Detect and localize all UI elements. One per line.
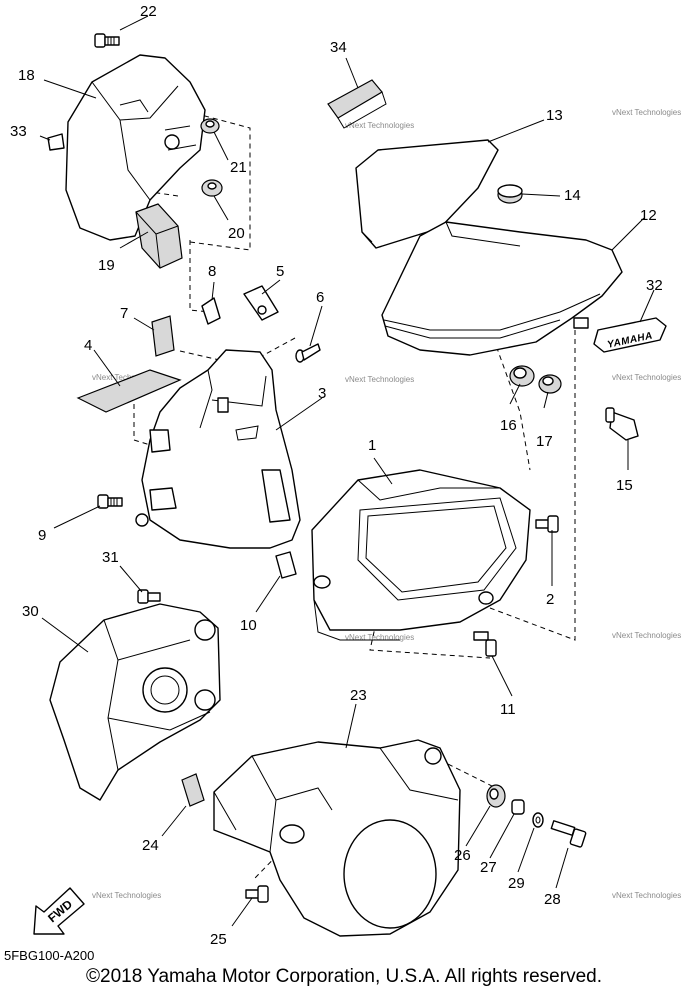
fastener-15 [605, 407, 639, 441]
callout-7: 7 [120, 305, 128, 322]
callout-13: 13 [546, 107, 563, 124]
grommet-26 [486, 784, 506, 808]
side-cover-12 [381, 221, 623, 356]
leader-lines [39, 15, 655, 927]
callout-6: 6 [316, 289, 324, 306]
washer-29 [532, 812, 544, 828]
callout-24: 24 [142, 837, 159, 854]
housing-23 [213, 739, 461, 937]
callout-22: 22 [140, 3, 157, 20]
callout-2: 2 [546, 591, 554, 608]
clamp-5 [243, 285, 279, 321]
callout-28: 28 [544, 891, 561, 908]
clip-33 [47, 133, 65, 151]
bolt-28 [550, 820, 587, 848]
collar-27 [511, 799, 525, 815]
callout-29: 29 [508, 875, 525, 892]
callout-9: 9 [38, 527, 46, 544]
watermark: vNext Technologies [345, 375, 414, 384]
grommet-21 [200, 118, 220, 134]
callout-21: 21 [230, 159, 247, 176]
callout-11: 11 [500, 701, 516, 718]
callout-18: 18 [18, 67, 35, 84]
bolt-9 [97, 494, 123, 509]
callout-19: 19 [98, 257, 115, 274]
callout-33: 33 [10, 123, 27, 140]
callout-4: 4 [84, 337, 92, 354]
grommet-14 [497, 184, 523, 204]
clip-10 [275, 551, 297, 579]
filter-13 [355, 139, 499, 249]
callout-3: 3 [318, 385, 326, 402]
bolt-22 [94, 33, 120, 48]
diagram-code: 5FBG100-A200 [4, 948, 95, 963]
callout-20: 20 [228, 225, 245, 242]
callout-1: 1 [368, 437, 376, 454]
callout-15: 15 [616, 477, 633, 494]
case-3 [135, 349, 301, 549]
callouts: 1 2 3 4 5 6 7 8 9 10 11 12 13 14 15 16 1… [10, 3, 663, 948]
airbox-1 [311, 469, 531, 641]
callout-23: 23 [350, 687, 367, 704]
watermark: vNext Technologies [345, 633, 414, 642]
callout-5: 5 [276, 263, 284, 280]
callout-26: 26 [454, 847, 471, 864]
collar-17 [538, 374, 562, 394]
bolt-11 [473, 631, 497, 657]
pad-19 [135, 203, 183, 269]
callout-31: 31 [102, 549, 119, 566]
pad-7 [151, 315, 175, 357]
watermark: vNext Technologies [612, 631, 681, 640]
callout-34: 34 [330, 39, 347, 56]
callout-27: 27 [480, 859, 497, 876]
grommet-20 [201, 179, 223, 197]
rivet-6 [295, 343, 321, 363]
cover-30 [49, 603, 221, 801]
callout-25: 25 [210, 931, 227, 948]
copyright-notice: ©2018 Yamaha Motor Corporation, U.S.A. A… [86, 966, 602, 987]
bolt-25 [245, 885, 269, 903]
callout-10: 10 [240, 617, 257, 634]
watermark: vNext Technologies [92, 891, 161, 900]
watermark: vNext Technologies [345, 121, 414, 130]
grommet-16 [509, 365, 535, 387]
callout-17: 17 [536, 433, 553, 450]
pad-24 [181, 773, 205, 807]
bolt-31 [137, 589, 161, 604]
callout-32: 32 [646, 277, 663, 294]
bolt-2 [535, 515, 559, 533]
bracket-34 [327, 79, 387, 129]
callout-14: 14 [564, 187, 581, 204]
watermark: vNext Technologies [612, 891, 681, 900]
cover-18 [65, 54, 206, 241]
callout-16: 16 [500, 417, 517, 434]
sheet-4 [76, 369, 182, 413]
watermark: vNext Technologies [612, 108, 681, 117]
callout-30: 30 [22, 603, 39, 620]
watermark: vNext Technologies [612, 373, 681, 382]
fwd-arrow-icon: FWD [33, 887, 85, 935]
watermark: vNext Technologies [92, 373, 161, 382]
callout-12: 12 [640, 207, 657, 224]
emblem-32: YAMAHA [593, 317, 667, 353]
clip-8 [201, 297, 221, 325]
callout-8: 8 [208, 263, 216, 280]
